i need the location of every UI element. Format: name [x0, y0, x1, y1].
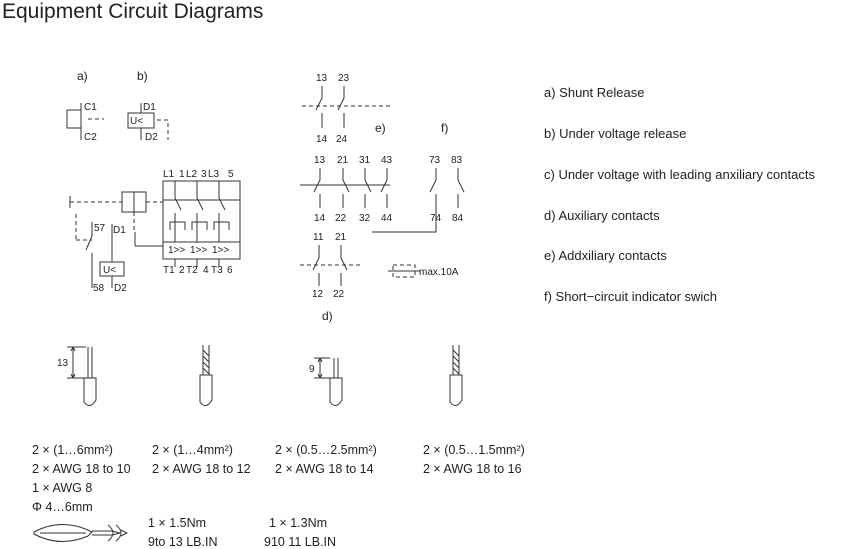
- svg-text:14: 14: [314, 213, 326, 224]
- aux-top-label-24: 24: [336, 134, 348, 145]
- svg-text:74: 74: [430, 213, 442, 224]
- section-label-f: f): [441, 121, 448, 135]
- max-current-label: max.10A: [419, 267, 459, 278]
- terminal-57: 57: [94, 223, 106, 234]
- section-label-b: b): [137, 69, 148, 83]
- torque-b-lb: 910 11 LB.IN: [264, 535, 337, 549]
- sc-indicator-contacts: [372, 168, 465, 233]
- shunt-release-symbol: [66, 103, 104, 140]
- terminal-58: 58: [93, 283, 105, 294]
- aux-mid-contacts: [300, 168, 390, 208]
- aux-top-contacts: [302, 86, 390, 128]
- svg-text:L2: L2: [186, 169, 198, 180]
- aux-top-label-13: 13: [316, 73, 328, 84]
- legend-addxiliary-contacts: e) Addxiliary contacts: [544, 248, 667, 263]
- aux-top-label-23: 23: [338, 73, 350, 84]
- section-label-e: e): [375, 121, 386, 135]
- undervoltage-coil-label: U<: [130, 116, 143, 127]
- aux-bottom-label-12: 12: [312, 289, 324, 300]
- terminal-d1: D1: [143, 102, 156, 113]
- aux-mid-labels-bottom: 14 22 32 44: [314, 213, 393, 224]
- legend-auxiliary-contacts: d) Auxiliary contacts: [544, 208, 660, 223]
- legend-shunt-release: a) Shunt Release: [544, 85, 645, 100]
- breaker-symbol: [69, 180, 241, 267]
- sc-indicator-labels-top: 73 83: [429, 155, 463, 166]
- aux-bottom-contacts: [300, 245, 360, 286]
- wire-strip-1: [67, 346, 97, 406]
- terminal-c2: C2: [84, 132, 97, 143]
- svg-text:T2: T2: [186, 265, 198, 276]
- svg-text:73: 73: [429, 155, 441, 166]
- svg-text:T1: T1: [163, 265, 175, 276]
- svg-text:L3: L3: [208, 169, 220, 180]
- terminal-c1: C1: [84, 102, 97, 113]
- spec-col2-line2: 2 × AWG 18 to 12: [152, 462, 251, 476]
- svg-text:L1: L1: [163, 169, 175, 180]
- spec-col4-line1: 2 × (0.5…1.5mm²): [423, 443, 525, 457]
- screwdriver-icon: [33, 524, 129, 542]
- fuse-symbol: [388, 264, 420, 278]
- section-label-a: a): [77, 69, 88, 83]
- terminal-d1-c: D1: [113, 225, 126, 236]
- svg-text:1>>: 1>>: [190, 245, 207, 256]
- torque-b-nm: 1 × 1.3Nm: [269, 516, 328, 530]
- wire-strip-4: [449, 345, 463, 406]
- svg-text:84: 84: [452, 213, 464, 224]
- aux-mid-labels-top: 13 21 31 43: [314, 155, 393, 166]
- svg-text:83: 83: [451, 155, 463, 166]
- svg-text:3: 3: [201, 169, 207, 180]
- svg-text:31: 31: [359, 155, 371, 166]
- svg-text:32: 32: [359, 213, 371, 224]
- svg-text:2: 2: [179, 265, 185, 276]
- trip-labels: 1>> 1>> 1>>: [168, 245, 229, 256]
- spec-col3-line2: 2 × AWG 18 to 14: [275, 462, 374, 476]
- spec-col1-line3: 1 × AWG 8: [32, 481, 93, 495]
- spec-col1-line1: 2 × (1…6mm²): [32, 443, 113, 457]
- spec-col3-line1: 2 × (0.5…2.5mm²): [275, 443, 377, 457]
- svg-text:4: 4: [203, 265, 209, 276]
- svg-text:13: 13: [314, 155, 326, 166]
- terminal-d2-c: D2: [114, 283, 127, 294]
- svg-text:22: 22: [335, 213, 347, 224]
- legend-short-circuit-indicator: f) Short−circuit indicator swich: [544, 289, 718, 304]
- sc-indicator-labels-bottom: 74 84: [430, 213, 464, 224]
- wire-strip-2: [199, 345, 213, 406]
- breaker-labels-bottom: T1 2 T2 4 T3 6: [163, 265, 233, 276]
- page-title: Equipment Circuit Diagrams: [2, 0, 264, 23]
- breaker-labels-top: L1 1 L2 3 L3 5: [163, 169, 234, 180]
- spec-col4-line2: 2 × AWG 18 to 16: [423, 462, 522, 476]
- svg-text:1>>: 1>>: [168, 245, 185, 256]
- wire-strip-3: [314, 357, 343, 406]
- svg-text:T3: T3: [211, 265, 223, 276]
- svg-text:43: 43: [381, 155, 393, 166]
- legend-under-voltage-release: b) Under voltage release: [544, 126, 687, 141]
- undervoltage-coil-label-c: U<: [103, 265, 116, 276]
- spec-col1-line2: 2 × AWG 18 to 10: [32, 462, 131, 476]
- spec-col1-line4: Φ 4…6mm: [32, 500, 93, 514]
- aux-bottom-label-21: 21: [335, 232, 347, 243]
- leading-contact-symbol: [75, 214, 125, 288]
- svg-text:5: 5: [228, 169, 234, 180]
- torque-a-nm: 1 × 1.5Nm: [148, 516, 207, 530]
- strip-length-9: 9: [309, 364, 315, 375]
- terminal-d2: D2: [145, 132, 158, 143]
- svg-text:1>>: 1>>: [212, 245, 229, 256]
- svg-text:44: 44: [381, 213, 393, 224]
- section-label-d: d): [322, 309, 333, 323]
- strip-length-13: 13: [57, 358, 69, 369]
- svg-text:6: 6: [227, 265, 233, 276]
- spec-col2-line1: 2 × (1…4mm²): [152, 443, 233, 457]
- undervoltage-release-symbol: [127, 103, 169, 140]
- aux-bottom-label-22: 22: [333, 289, 345, 300]
- torque-a-lb: 9to 13 LB.IN: [148, 535, 218, 549]
- svg-text:21: 21: [337, 155, 349, 166]
- legend-under-voltage-leading: c) Under voltage with leading anxiliary …: [544, 167, 815, 182]
- aux-top-label-14: 14: [316, 134, 328, 145]
- aux-bottom-label-11: 11: [313, 232, 324, 243]
- svg-text:1: 1: [179, 169, 185, 180]
